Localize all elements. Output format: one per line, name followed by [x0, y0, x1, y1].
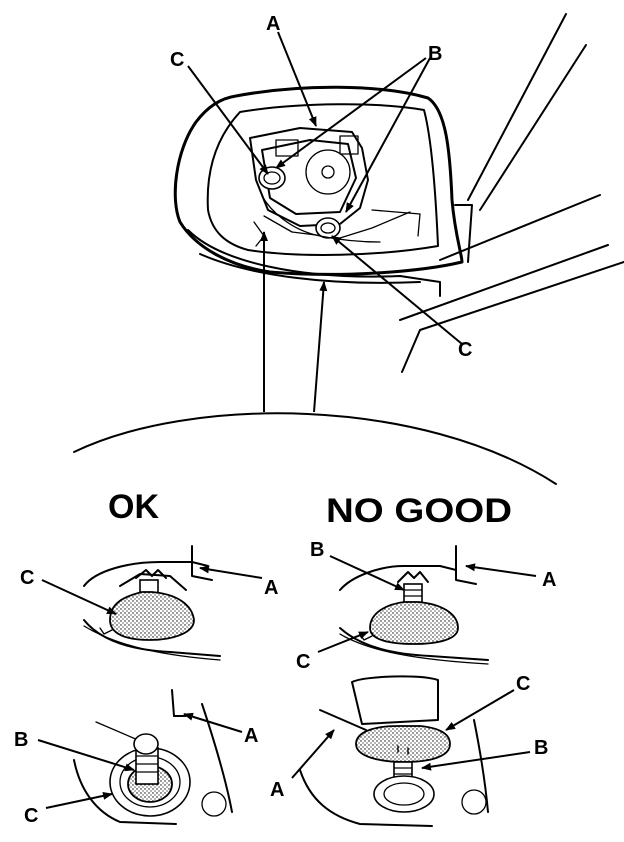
heading-no-good: NO GOOD — [326, 492, 512, 530]
no-good-bottom-view: C B A — [270, 673, 548, 827]
no-good-bottom-callout-b: B — [534, 737, 548, 759]
no-good-bottom-sealant-plug — [355, 725, 451, 763]
callout-c-top-right: C — [458, 339, 472, 361]
no-good-side-view: A B C — [296, 539, 556, 673]
mirror-housing-shell — [173, 85, 464, 276]
mirror-housing-overview: A B C C — [170, 13, 624, 413]
ok-side-callout-c: C — [20, 567, 34, 589]
no-good-side-callout-b: B — [310, 539, 324, 561]
ok-bottom-mounting-boss — [201, 791, 227, 817]
no-good-side-callout-c: C — [296, 651, 310, 673]
ok-bottom-view: A B C — [14, 689, 258, 827]
ok-side-view: A C — [20, 545, 278, 661]
ok-bottom-callout-c: C — [24, 805, 38, 827]
sealant-point-lower — [315, 217, 341, 239]
ok-side-callout-a: A — [264, 577, 278, 599]
no-good-sealant-blob — [369, 601, 459, 645]
no-good-bottom-callout-a: A — [270, 779, 284, 801]
callout-a-top: A — [266, 13, 280, 35]
heading-ok: OK — [108, 488, 159, 526]
no-good-side-callout-a: A — [542, 569, 556, 591]
ok-bottom-callout-a: A — [244, 725, 258, 747]
sealant-point-upper — [258, 166, 286, 190]
callout-b-top: B — [428, 43, 442, 65]
magnification-arc — [73, 412, 557, 485]
ok-bottom-callout-b: B — [14, 729, 28, 751]
callout-c-top-left: C — [170, 49, 184, 71]
no-good-bottom-callout-c: C — [516, 673, 530, 695]
no-good-bottom-mounting-boss — [461, 789, 487, 815]
ok-sealant-blob — [109, 591, 195, 641]
